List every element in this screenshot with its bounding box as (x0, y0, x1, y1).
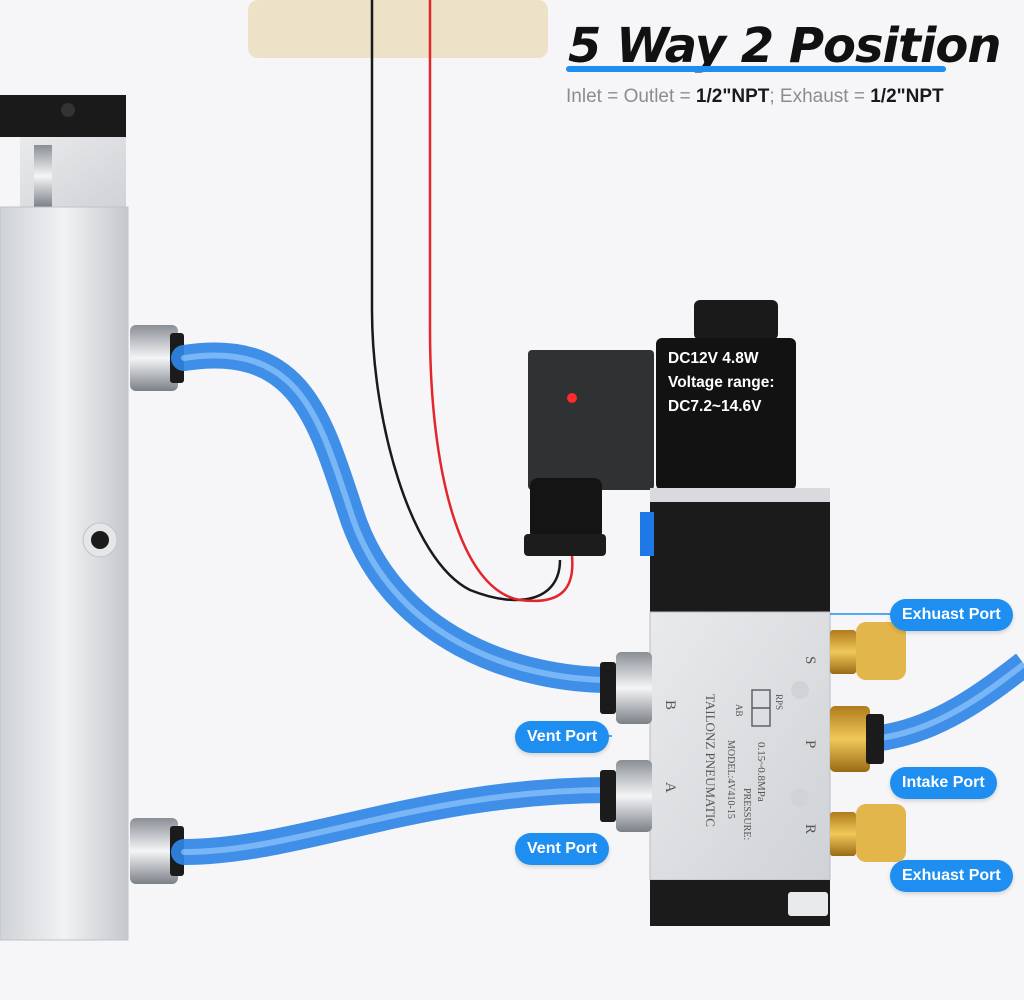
port-size-spec: Inlet = Outlet = 1/2"NPT; Exhaust = 1/2"… (566, 86, 944, 107)
mount-hole (791, 789, 809, 807)
wire-red (428, 0, 574, 603)
fitting-b (616, 652, 652, 724)
valve-cap-edge (650, 488, 830, 502)
pressure-value: 0.15~0.8MPa (755, 742, 767, 802)
piston-rod (34, 145, 52, 207)
title-underline (566, 66, 946, 72)
port-p-label: P (802, 740, 818, 748)
symbol-top-label: AB (734, 704, 744, 717)
tube-highlight (181, 787, 613, 855)
intake-port-callout: Intake Port (890, 767, 997, 799)
vent-port-top-callout: Vent Port (515, 721, 610, 753)
exhaust-port-bottom-callout: Exhuast Port (890, 860, 1013, 892)
cylinder-body (0, 206, 129, 941)
coil-nut (694, 300, 778, 340)
exhaust-port-top-callout: Exhuast Port (890, 599, 1013, 631)
tube-highlight (879, 661, 1024, 741)
coil-power: DC12V 4.8W (668, 350, 759, 367)
valve-end-label (788, 892, 828, 916)
connector-housing (528, 350, 654, 490)
symbol-bottom-label: RPS (774, 694, 784, 710)
port-s-label: S (802, 656, 818, 664)
cylinder-screw (61, 103, 75, 117)
intake-fitting (830, 706, 870, 772)
page-title: 5 Way 2 Position (568, 18, 1002, 74)
exhaust-muffler-r-body (856, 804, 906, 862)
coil-range-label: Voltage range: (668, 374, 775, 391)
model-label: MODEL:4V410-15 (725, 740, 736, 819)
collet-black (600, 770, 616, 822)
cylinder-fitting-bottom (130, 818, 178, 884)
exhaust-muffler-r (830, 812, 856, 856)
collet-black (600, 662, 616, 714)
solenoid-coil (656, 338, 796, 490)
collet-black (866, 714, 884, 764)
vent-port-bottom-callout: Vent Port (515, 833, 610, 865)
wire-black (370, 0, 562, 602)
mounting-plate (248, 0, 548, 58)
pressure-label: PRESSURE: (741, 788, 752, 840)
tube-highlight (181, 352, 613, 683)
brand-label: TAILONZ PNEUMATIC (703, 694, 718, 827)
coil-range-value: DC7.2~14.6V (668, 398, 762, 415)
port-a-label: A (662, 782, 678, 793)
indicator-led (567, 393, 577, 403)
cylinder-fitting-top (130, 325, 178, 391)
manual-override (640, 512, 654, 556)
valve-body (649, 611, 831, 881)
valve-top-cap (650, 488, 830, 612)
exhaust-muffler-s (830, 630, 856, 674)
cylinder-bolt (91, 531, 109, 549)
fitting-a (616, 760, 652, 832)
coil-spec-label: DC12V 4.8W Voltage range: DC7.2~14.6V (668, 347, 775, 419)
port-b-label: B (662, 700, 678, 710)
exhaust-muffler-s-body (856, 622, 906, 680)
cylinder-cap (0, 95, 126, 137)
mount-hole (791, 681, 809, 699)
port-r-label: R (802, 824, 818, 834)
connector-plug (530, 478, 602, 540)
connector-gland (524, 534, 606, 556)
